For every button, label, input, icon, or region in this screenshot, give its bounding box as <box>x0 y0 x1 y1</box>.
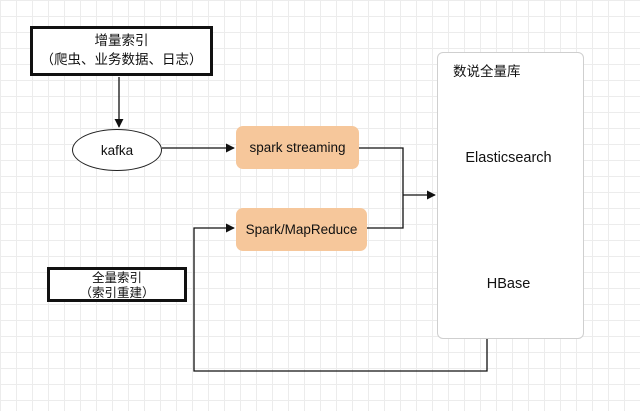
storage-container: 数说全量库 <box>437 52 584 339</box>
storage-title: 数说全量库 <box>453 64 521 80</box>
spark-mapreduce-label: Spark/MapReduce <box>245 222 358 237</box>
incremental-index-sources: （爬虫、业务数据、日志） <box>40 52 203 68</box>
kafka-node: kafka <box>72 129 162 171</box>
full-index-note: 全量索引 （索引重建） <box>47 267 187 302</box>
spark-streaming-node: spark streaming <box>236 126 359 169</box>
connector-streaming-to-storage <box>359 147 404 195</box>
elasticsearch-label: Elasticsearch <box>465 150 552 166</box>
full-index-title: 全量索引 <box>91 269 142 285</box>
connector-batch-to-storage <box>367 195 404 229</box>
spark-mapreduce-node: Spark/MapReduce <box>236 208 367 251</box>
hbase-label: HBase <box>486 276 531 292</box>
arrow-hbase-to-batch <box>193 223 488 372</box>
spark-streaming-label: spark streaming <box>249 140 346 155</box>
kafka-label: kafka <box>100 142 134 158</box>
incremental-index-note: 增量索引 （爬虫、业务数据、日志） <box>30 26 213 76</box>
incremental-index-title: 增量索引 <box>94 33 149 49</box>
full-index-subtitle: （索引重建） <box>79 284 155 300</box>
